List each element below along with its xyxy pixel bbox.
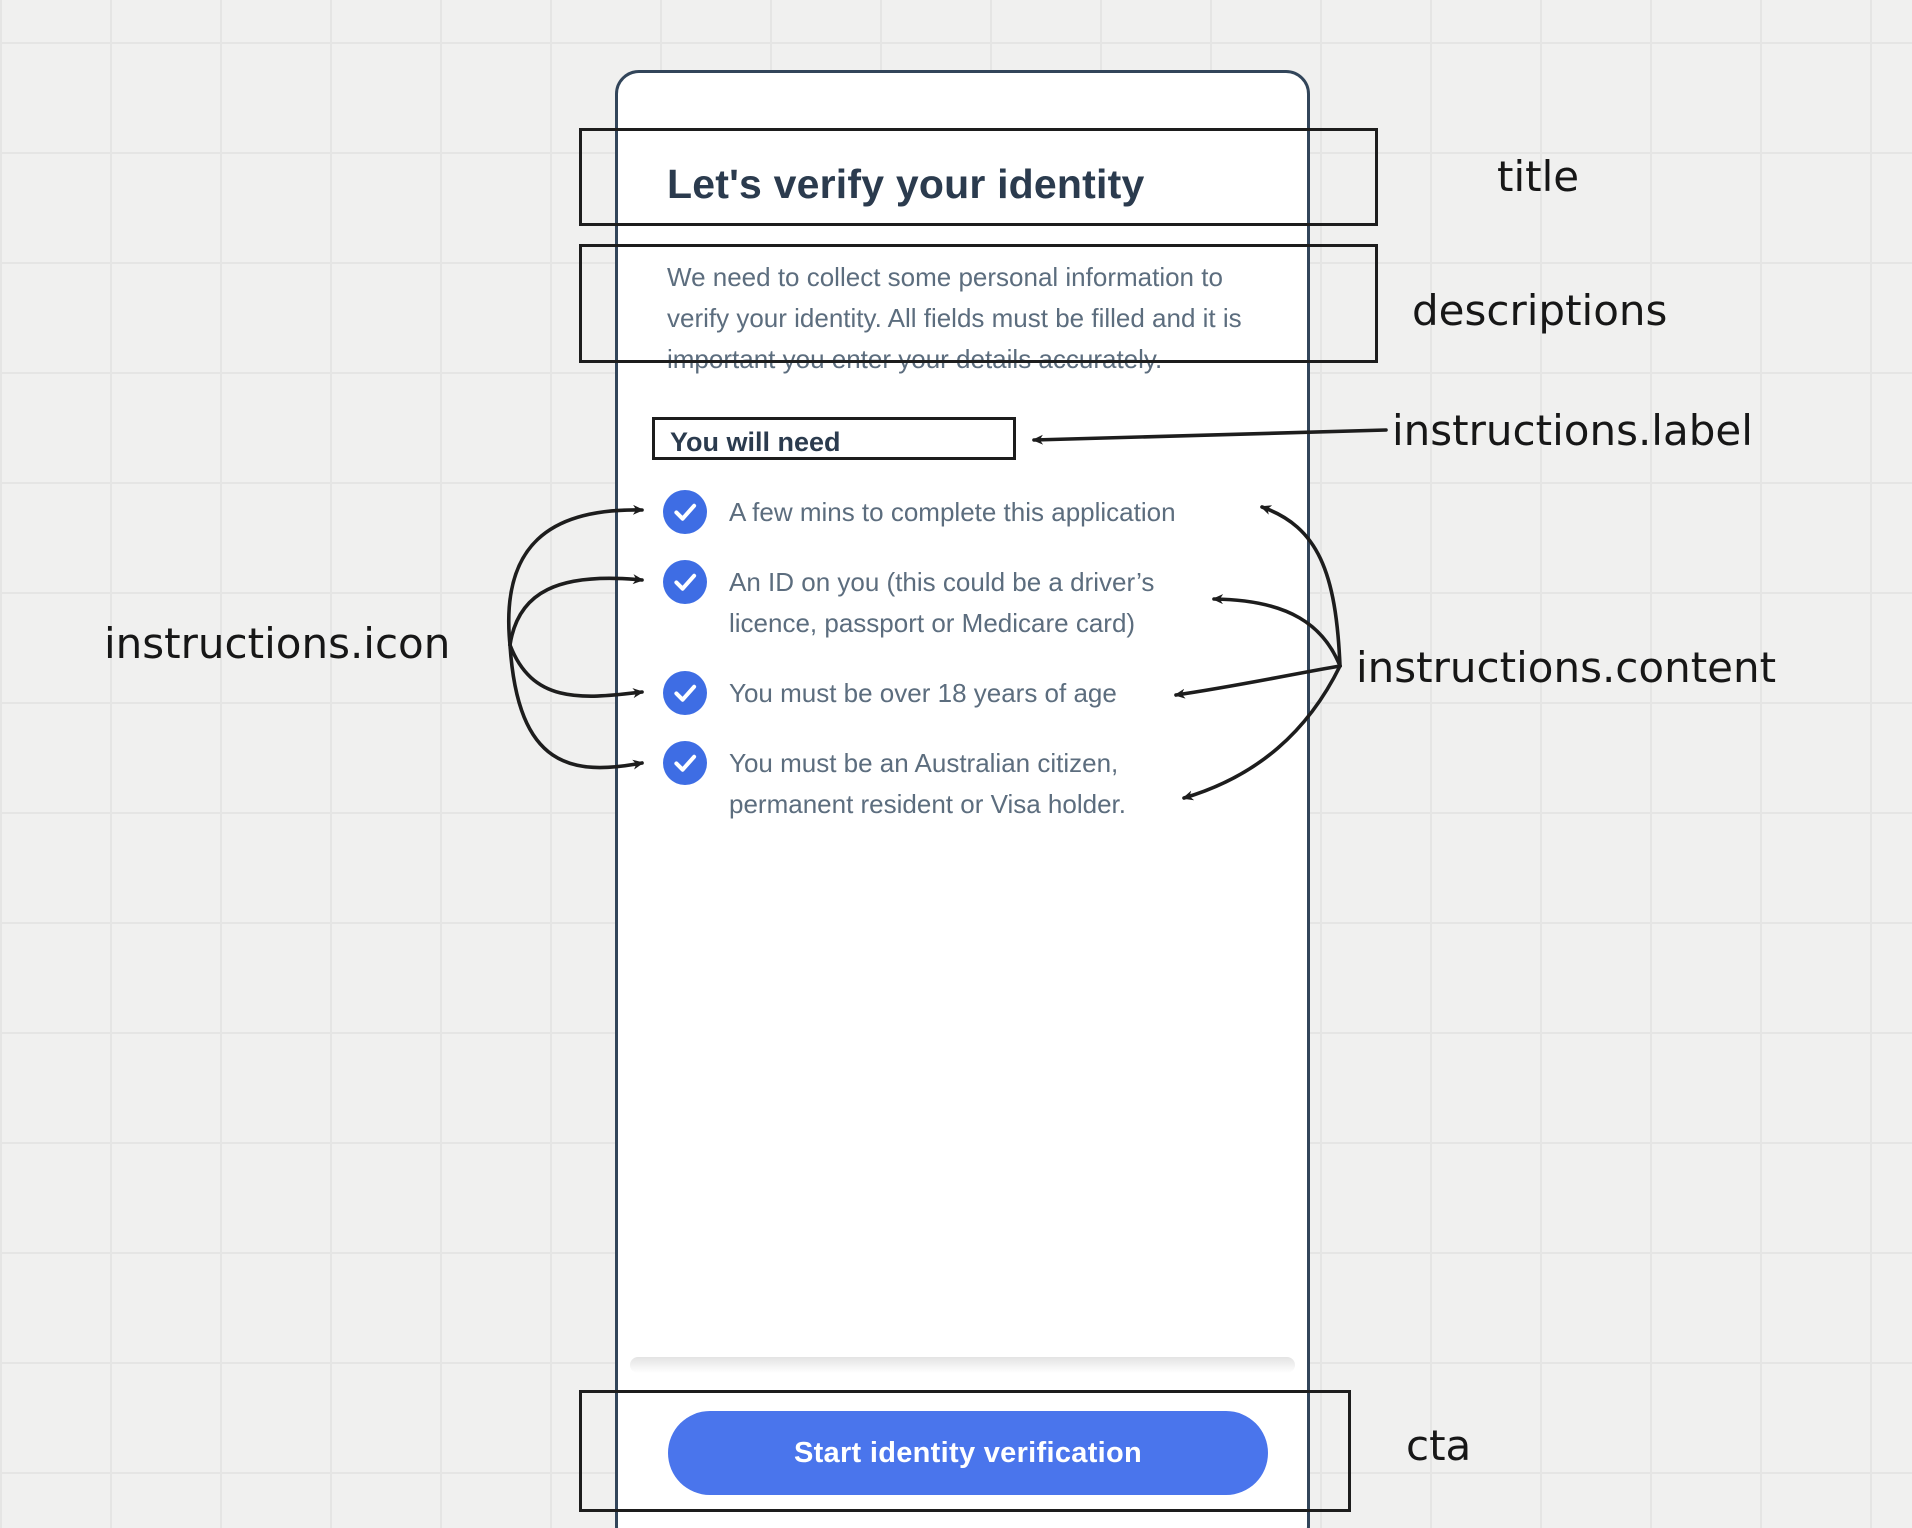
instruction-item: You must be over 18 years of age (663, 671, 1117, 715)
annotation-box-cta (579, 1390, 1351, 1512)
footer-divider (630, 1357, 1295, 1373)
annotation-label-instructions-icon: instructions.icon (104, 619, 451, 668)
check-icon (663, 560, 707, 604)
annotation-label-descriptions: descriptions (1412, 286, 1668, 335)
instruction-item: A few mins to complete this application (663, 490, 1176, 534)
annotation-box-title (579, 128, 1378, 226)
instruction-text: You must be an Australian citizen, perma… (729, 748, 1126, 819)
instruction-text: An ID on you (this could be a driver’s l… (729, 567, 1155, 638)
instruction-item: An ID on you (this could be a driver’s l… (663, 560, 1234, 644)
instruction-text: You must be over 18 years of age (729, 678, 1117, 708)
start-identity-verification-button[interactable]: Start identity verification (668, 1411, 1268, 1495)
annotation-label-cta: cta (1406, 1421, 1472, 1470)
instruction-text: A few mins to complete this application (729, 497, 1176, 527)
page-title: Let's verify your identity (667, 161, 1145, 207)
page-description: We need to collect some personal informa… (667, 262, 1242, 374)
annotation-label-instructions-content: instructions.content (1356, 643, 1777, 692)
instructions-label: You will need (670, 427, 841, 457)
annotation-box-descriptions (579, 244, 1378, 363)
check-icon (663, 741, 707, 785)
annotation-label-title: title (1497, 152, 1580, 201)
check-icon (663, 490, 707, 534)
annotation-label-instructions-label: instructions.label (1392, 406, 1753, 455)
annotation-box-instructions-label (652, 417, 1016, 460)
check-icon (663, 671, 707, 715)
instruction-item: You must be an Australian citizen, perma… (663, 741, 1234, 825)
